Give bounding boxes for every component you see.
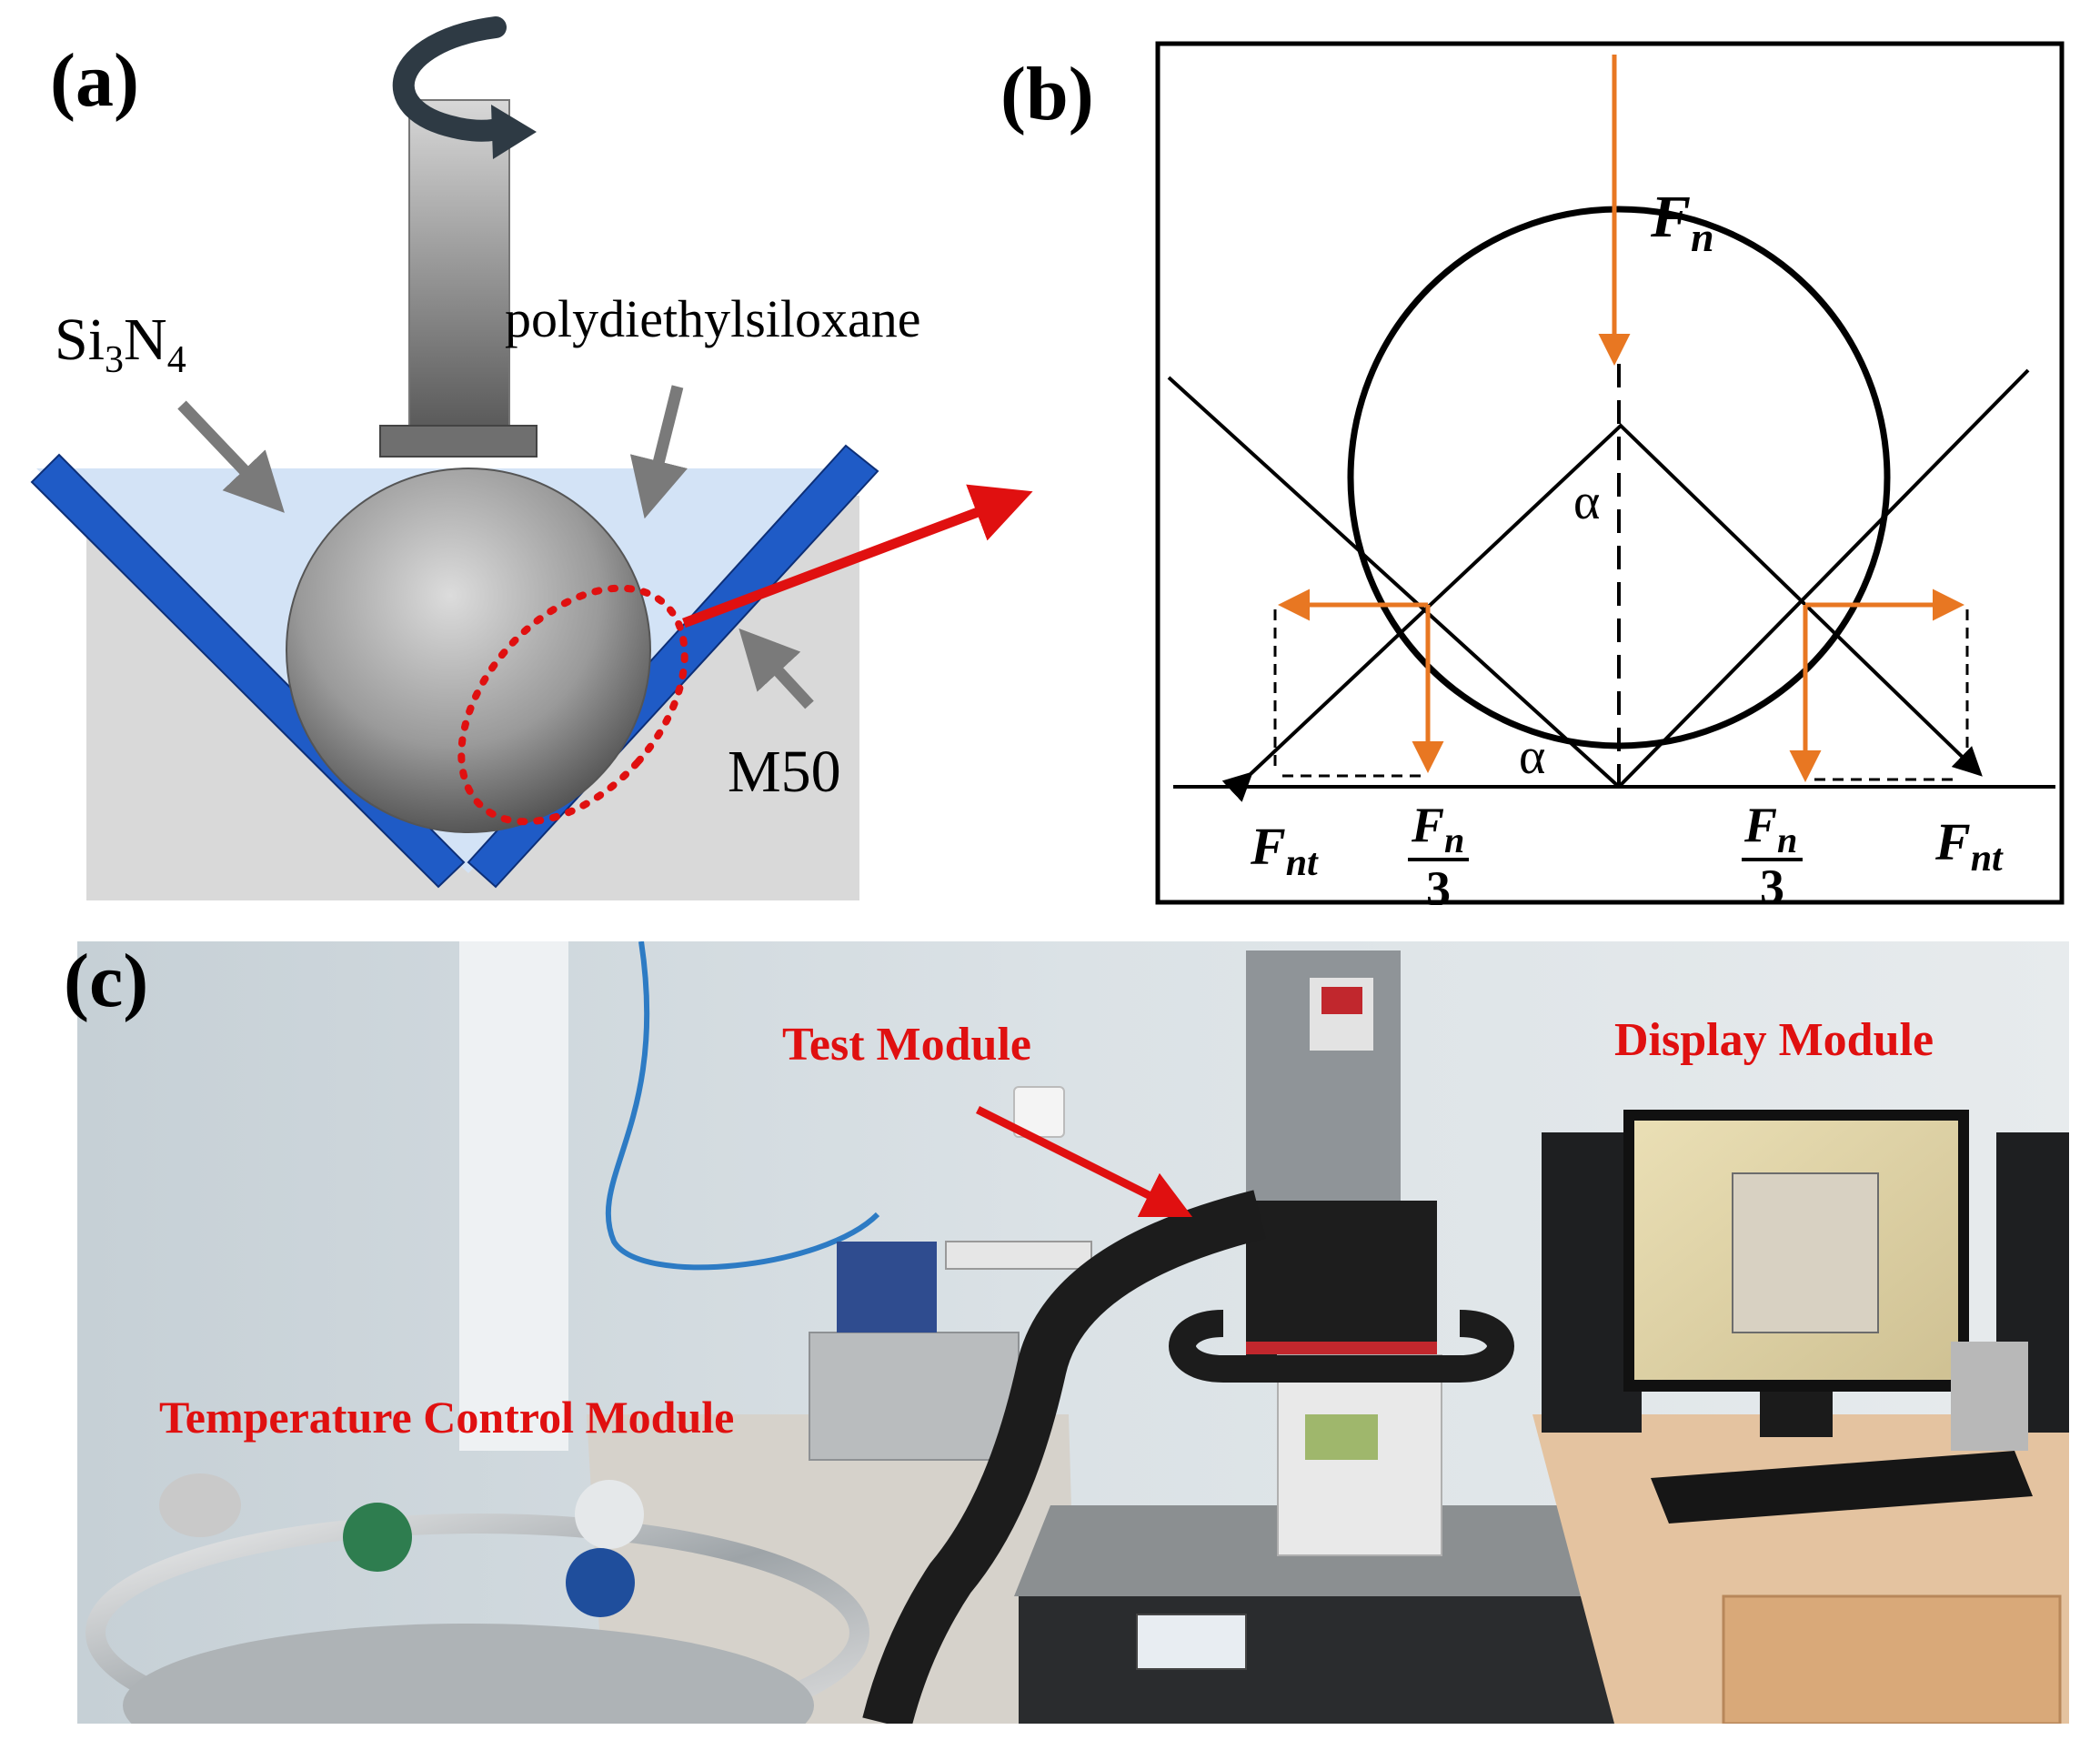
panel-c-photo: Test Module Display Module Temperature C… <box>77 941 2069 1724</box>
panel-b-tag: (b) <box>1000 52 1094 136</box>
rotation-arrow-head <box>491 105 537 159</box>
label-m50: M50 <box>728 739 841 805</box>
rheometer-red-badge <box>1321 987 1362 1014</box>
label-temperature-module: Temperature Control Module <box>159 1392 734 1443</box>
v-line-right <box>1617 368 2030 789</box>
panel-b: Fn α α Fnt Fnt Fn 3 Fn 3 <box>1155 41 2065 916</box>
label-display-module: Display Module <box>1614 1014 1934 1066</box>
monitor-stand <box>1760 1392 1833 1437</box>
panel-a: (a) <box>0 0 1110 910</box>
canister <box>1951 1342 2028 1451</box>
pointer-m50 <box>739 628 814 709</box>
si3n4-ball <box>286 468 651 833</box>
desk-drawer <box>1722 1594 2062 1724</box>
fnt-right-label: Fnt <box>1934 812 2004 880</box>
filter-tube <box>945 1241 1092 1270</box>
test-chamber <box>1246 1201 1437 1355</box>
label-si3n4: Si3N4 <box>55 307 186 381</box>
frac-left-num: Fn <box>1411 798 1464 860</box>
valve-white <box>575 1480 644 1549</box>
shaft-collar <box>379 425 538 458</box>
dewar-top <box>123 1624 814 1724</box>
frac-right-den: 3 <box>1760 860 1784 905</box>
valve-blue <box>566 1548 635 1617</box>
wall-pillar <box>459 941 568 1451</box>
contact-zone <box>457 584 688 826</box>
fn-label: Fn <box>1650 184 1714 260</box>
hose-coil <box>1169 1310 1514 1383</box>
desk-left <box>587 1414 1078 1724</box>
sliding-direction-arrow <box>682 484 1033 629</box>
lab-photo: Test Module Display Module Temperature C… <box>77 941 2069 1724</box>
gray-box <box>809 1332 1020 1461</box>
test-chamber-red-band <box>1246 1342 1437 1354</box>
dewar-ring <box>85 1514 869 1724</box>
keyboard <box>1651 1451 2033 1524</box>
table-label-plate <box>1136 1614 1247 1670</box>
force-diagram: Fn α α Fnt Fnt Fn 3 Fn 3 <box>1155 41 2065 916</box>
v-line-left <box>1167 376 1621 789</box>
label-test-module: Test Module <box>782 1019 1031 1071</box>
shaft <box>408 99 510 428</box>
rotation-arrow <box>392 16 516 142</box>
gas-cylinder-top <box>159 1473 241 1537</box>
panel-c-tag: (c) <box>64 939 149 1023</box>
monitor-window <box>1732 1172 1879 1333</box>
fnt-left-label: Fnt <box>1250 817 1319 884</box>
panel-a-tag: (a) <box>50 38 139 123</box>
test-module-arrow <box>975 1105 1193 1218</box>
pointer-lubricant <box>629 385 688 519</box>
frac-right-num: Fn <box>1743 798 1797 860</box>
label-lubricant: polydiethylsiloxane <box>505 289 921 348</box>
panel-a-diagram: Si3N4 polydiethylsiloxane M50 <box>30 16 1033 900</box>
inner-diamond <box>1221 423 1983 802</box>
alpha-top-label: α <box>1573 474 1600 530</box>
cooling-hose <box>862 1190 1266 1724</box>
pointer-si3n4 <box>177 400 285 513</box>
frac-left-den: 3 <box>1426 861 1451 905</box>
alpha-bottom-label: α <box>1519 729 1545 785</box>
filter-housing <box>837 1242 937 1333</box>
blue-cable <box>605 941 880 1271</box>
rheometer-display <box>1305 1414 1378 1460</box>
valve-green <box>343 1503 412 1572</box>
